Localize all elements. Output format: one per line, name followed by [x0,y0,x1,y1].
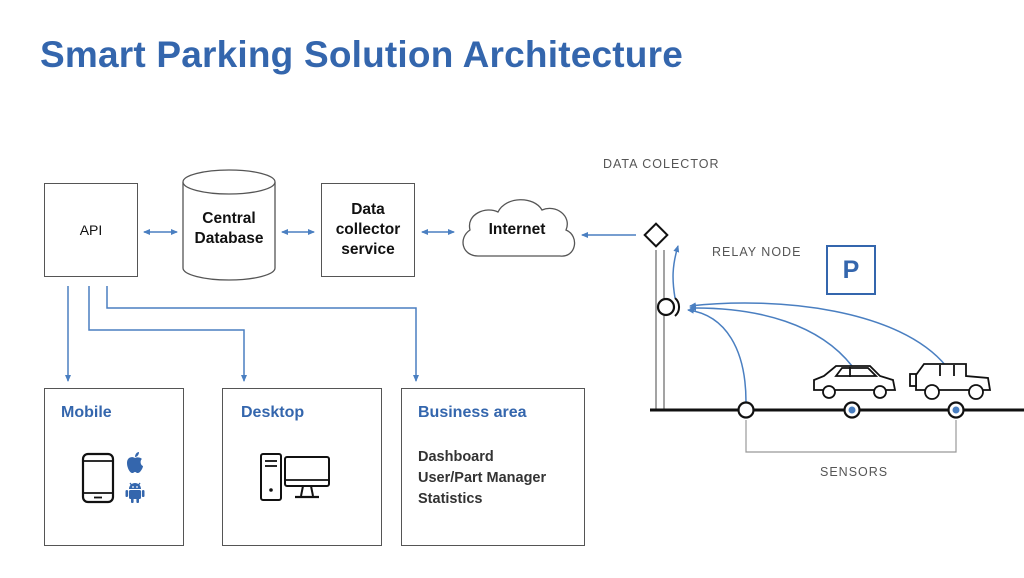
data-collector-label: DATA COLECTOR [603,157,720,171]
collector-service-label: Data collector service [322,184,414,276]
relay-node-label: RELAY NODE [712,245,802,259]
pole [655,250,665,410]
collector-line-2: collector [335,221,401,238]
smartphone-icon [81,452,115,504]
collector-line-3: service [341,241,395,258]
internet-cloud [462,199,576,257]
desktop-box: Desktop [222,388,382,546]
parking-sign-icon: P [826,245,876,295]
sensors-label: SENSORS [820,465,889,479]
jeep-icon [909,363,992,400]
sensor1-arc [687,307,747,403]
sensors-bracket [745,420,957,453]
central-db-line-2: Database [194,230,264,247]
desktop-title: Desktop [241,404,305,421]
business-area-list: Dashboard User/Part Manager Statistics [418,447,546,510]
android-icon [125,482,145,503]
central-database-label: Central Database [183,208,275,250]
business-item-user-part-manager: User/Part Manager [418,470,547,486]
desktop-computer-icon [260,453,330,501]
api-box: API [44,183,138,277]
api-desktop-arrow [88,286,247,382]
sensor2-arc [689,304,853,367]
collector-line-1: Data [351,201,385,218]
car-icon [813,365,897,399]
central-database-cylinder [182,169,276,281]
business-item-statistics: Statistics [418,491,483,507]
api-business-arrow [106,286,419,382]
data-collector-diamond [643,222,669,248]
business-area-box: Business area Dashboard User/Part Manage… [401,388,585,546]
apple-icon [127,452,143,473]
mobile-box: Mobile [44,388,184,546]
relay-node-icon [656,297,681,317]
business-area-title: Business area [418,404,527,421]
diagram-title: Smart Parking Solution Architecture [40,34,683,75]
internet-label: Internet [488,221,546,238]
data-collector-service-box: Data collector service [321,183,415,277]
business-item-dashboard: Dashboard [418,449,494,465]
api-label: API [79,222,103,238]
central-db-line-1: Central [202,210,256,227]
sensor-2 [843,401,861,419]
mobile-title: Mobile [61,404,112,421]
sensor-3 [947,401,965,419]
sensor-1 [737,401,755,419]
sensor3-arc [689,302,947,367]
relay-collector-arrow [672,245,680,299]
